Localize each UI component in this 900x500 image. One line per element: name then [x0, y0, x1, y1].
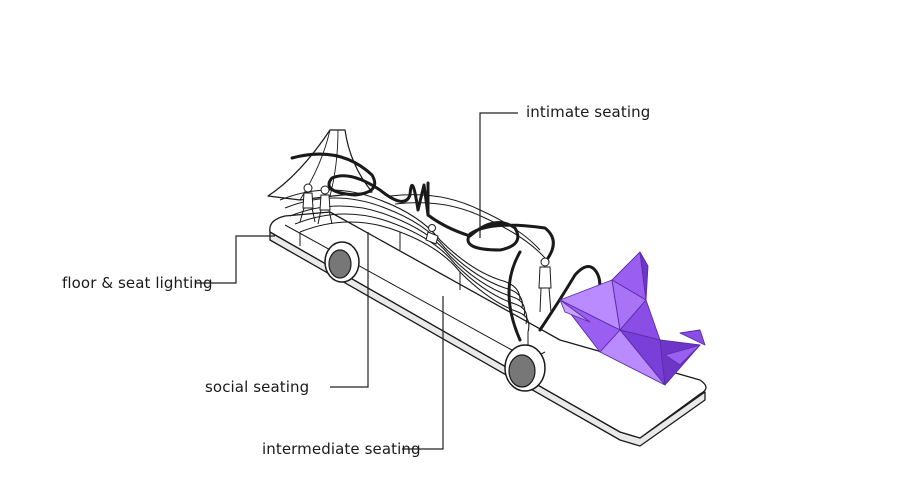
- label-intermediate-seating: intermediate seating: [262, 440, 421, 458]
- platform: [269, 211, 707, 447]
- person-figure: [317, 185, 333, 225]
- label-floor-seat-lighting: floor & seat lighting: [62, 274, 213, 292]
- label-social-seating: social seating: [205, 378, 310, 396]
- person-figure: [425, 224, 439, 245]
- label-intimate-seating: intimate seating: [526, 103, 651, 121]
- person-figure: [299, 183, 316, 223]
- origami-crane: [559, 251, 706, 386]
- leader-social: [330, 232, 369, 388]
- person-figure: [538, 257, 552, 313]
- leader-floor: [196, 235, 275, 284]
- leader-intimate: [479, 112, 518, 238]
- leader-intermediate: [402, 296, 444, 450]
- rear-wheel: [504, 344, 546, 392]
- front-wheel: [324, 241, 360, 283]
- leader-lines: [196, 112, 518, 450]
